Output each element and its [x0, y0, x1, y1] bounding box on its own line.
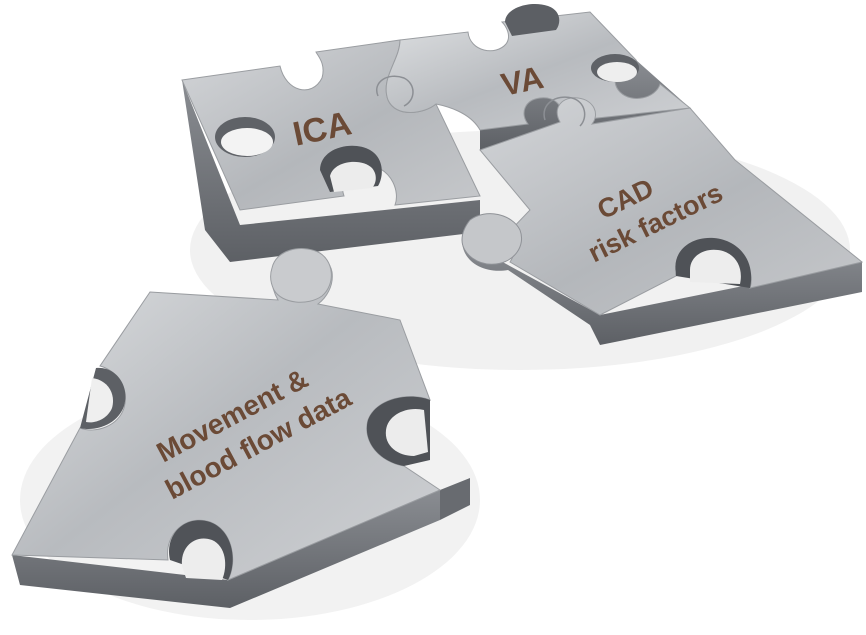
- piece-knob: [461, 213, 522, 265]
- piece-side: [462, 240, 862, 345]
- label-va: VA: [498, 59, 547, 103]
- piece-side: [12, 490, 440, 608]
- piece-hole-floor: [690, 249, 741, 284]
- piece-side: [182, 80, 480, 262]
- piece-hole-floor: [385, 408, 428, 456]
- piece-knob: [270, 248, 332, 303]
- piece-notch-floor: [181, 538, 226, 580]
- piece-notch-floor: [86, 378, 114, 423]
- puzzle-piece-movement: [11, 248, 470, 608]
- piece-hole-floor: [597, 62, 637, 82]
- piece-seam: [375, 75, 414, 107]
- piece-seam: [543, 96, 586, 127]
- piece-hole-floor: [221, 128, 273, 156]
- piece-side-right: [440, 478, 470, 520]
- piece-notch-floor: [330, 161, 376, 192]
- piece-notch: [505, 3, 560, 36]
- puzzle-piece-ica: [181, 39, 481, 262]
- puzzle-piece-cad: [461, 96, 864, 345]
